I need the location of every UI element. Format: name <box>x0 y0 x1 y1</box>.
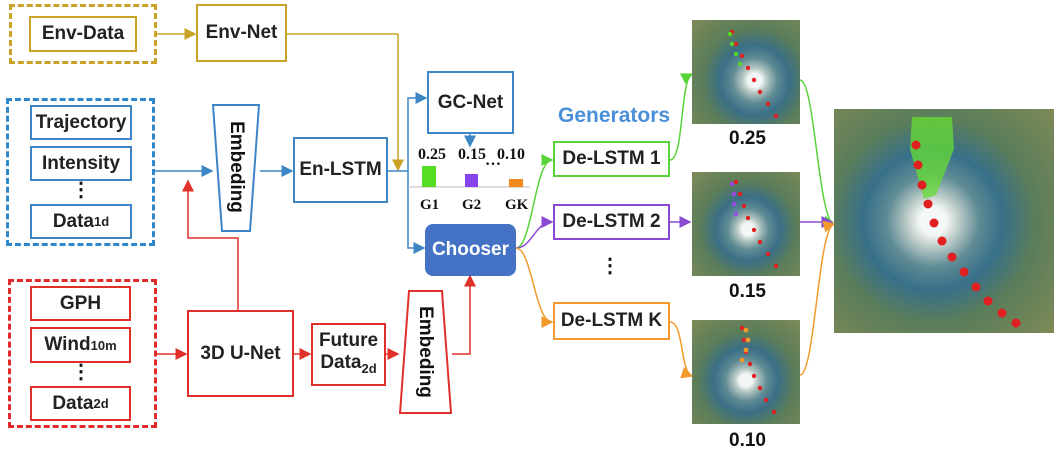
embeding-bottom-shape <box>399 290 452 414</box>
satellite-tile-k <box>692 320 800 424</box>
future-line2-base: Data <box>320 351 362 373</box>
satellite-tile-2 <box>692 172 800 276</box>
inputs-2d-group <box>8 279 157 428</box>
track-overlay-2 <box>729 179 779 269</box>
env-data-box: Env-Data <box>29 16 137 52</box>
intensity-box: Intensity <box>30 146 132 181</box>
decoders-ellipsis: ⋮ <box>600 255 620 277</box>
satellite-tile-1 <box>692 20 800 124</box>
prob-g2-label: 0.15 <box>458 146 486 163</box>
output-prob-k: 0.10 <box>729 430 766 451</box>
future-data-box: Future Data2d <box>311 323 386 386</box>
de-lstm-1-box: De-LSTM 1 <box>553 141 670 177</box>
en-lstm-box: En-LSTM <box>293 137 388 203</box>
wind-base: Wind <box>44 334 91 355</box>
track-overlay-k <box>739 325 777 415</box>
final-track-overlay <box>910 117 1021 328</box>
trajectory-box: Trajectory <box>30 105 132 140</box>
gen-label-g2: G2 <box>462 197 482 213</box>
wind-sub: 10m <box>90 337 117 353</box>
future-line2-sub: 2d <box>361 360 377 376</box>
gen-label-gk: GK <box>505 197 529 213</box>
embeding-top-label: Embeding <box>226 121 247 213</box>
chooser-box: Chooser <box>425 224 516 276</box>
gen-label-g1: G1 <box>420 197 440 213</box>
future-line1: Future <box>318 329 379 351</box>
prob-bar-gk <box>509 179 523 187</box>
output-prob-1: 0.25 <box>729 128 766 149</box>
prob-gk-label: 0.10 <box>497 146 525 163</box>
future-line2: Data2d <box>320 352 376 380</box>
prob-ellipsis: … <box>485 152 501 169</box>
output-prob-2: 0.15 <box>729 281 766 302</box>
env-net-box: Env-Net <box>196 4 287 62</box>
prob-bar-g2 <box>465 174 478 187</box>
prob-bar-g1 <box>422 166 436 187</box>
de-lstm-k-box: De-LSTM K <box>553 302 670 340</box>
de-lstm-2-box: De-LSTM 2 <box>553 204 670 240</box>
data-1d-sub: 1d <box>94 214 110 229</box>
final-forecast-tile <box>834 109 1054 333</box>
generators-title: Generators <box>558 104 671 127</box>
embeding-top-shape <box>212 104 260 232</box>
data-2d-sub: 2d <box>93 396 109 411</box>
unet-3d-box: 3D U-Net <box>187 310 294 397</box>
gc-net-box: GC-Net <box>427 71 514 134</box>
env-data-group <box>9 4 157 64</box>
track-overlay-1 <box>728 29 779 119</box>
inputs-1d-ellipsis: ⋮ <box>71 179 91 201</box>
inputs-1d-group <box>6 98 155 246</box>
gph-box: GPH <box>30 286 131 321</box>
embeding-bottom-label: Embeding <box>415 306 436 398</box>
inputs-2d-ellipsis: ⋮ <box>71 361 91 383</box>
prob-g1-label: 0.25 <box>418 146 446 163</box>
data-1d-base: Data <box>52 210 94 232</box>
data-2d-base: Data <box>52 392 94 414</box>
